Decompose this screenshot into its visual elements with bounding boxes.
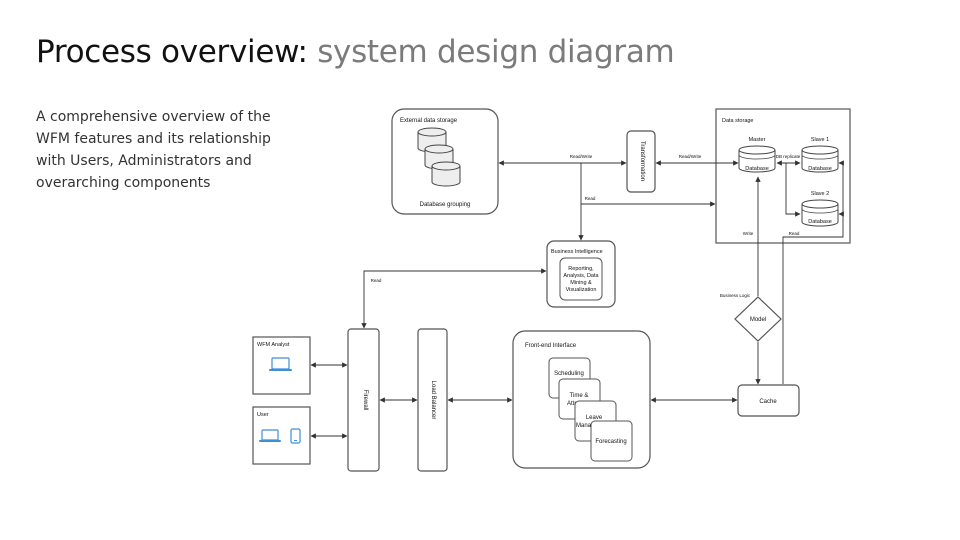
slave2-label: Slave 2 xyxy=(811,191,829,197)
replication-arrows xyxy=(776,160,801,217)
business-logic-label: Business Logic xyxy=(720,293,751,298)
bi-inner-line: Reporting, xyxy=(568,266,594,272)
laptop-icon xyxy=(269,357,292,371)
master-db-label: Database xyxy=(745,166,769,172)
connectors xyxy=(310,160,844,439)
card-line: Time & xyxy=(570,393,589,399)
edge-label-rw-left: Read/Write xyxy=(570,154,593,159)
title-main: Process overview: xyxy=(36,34,308,70)
slave1-db-label: Database xyxy=(808,166,832,172)
edge-label-read-storage: Read xyxy=(585,196,596,201)
cache-label: Cache xyxy=(759,399,777,405)
edge-label-read-firewall: Read xyxy=(371,278,382,283)
bi-label: Business Intelligence xyxy=(551,249,603,255)
business-intelligence: Business Intelligence Reporting, Analysi… xyxy=(546,240,616,308)
card-line: Leave xyxy=(586,415,603,421)
frontend-label: Front-end Interface xyxy=(525,343,577,349)
external-data-storage: External data storage Database grouping xyxy=(391,108,499,215)
model-label: Model xyxy=(750,317,766,323)
model-node: Model xyxy=(734,296,782,342)
master-label: Master xyxy=(749,137,766,143)
feature-card-forecasting: Forecasting xyxy=(590,420,633,462)
bi-inner-line: Analysis, Data xyxy=(563,273,599,279)
description: A comprehensive overview of the WFM feat… xyxy=(36,109,271,191)
user: User xyxy=(252,406,311,465)
page-title: Process overview: system design diagram xyxy=(36,34,675,70)
db-replicate-label: DB replicate xyxy=(776,154,801,159)
slave1-label: Slave 1 xyxy=(811,137,829,143)
card-line: Forecasting xyxy=(595,439,626,445)
slave2-db-label: Database xyxy=(808,219,832,225)
read-label: Read xyxy=(789,231,800,236)
transformation-label: Transformation xyxy=(639,141,645,181)
bi-inner-line: Visualization xyxy=(566,287,597,293)
user-label: User xyxy=(257,412,269,418)
data-storage-label: Data storage xyxy=(722,118,754,124)
firewall: Firewall xyxy=(347,328,380,472)
transformation-box: Transformation xyxy=(626,130,656,193)
wfm-analyst: WFM Analyst xyxy=(252,336,311,395)
load-balancer-label: Load Balancer xyxy=(430,381,436,420)
edge-label-rw-right: Read/Write xyxy=(679,154,702,159)
load-balancer: Load Balancer xyxy=(417,328,448,472)
external-storage-label: External data storage xyxy=(400,118,458,124)
phone-icon xyxy=(290,428,301,444)
card-line: Atten xyxy=(567,401,581,407)
card-line: Scheduling xyxy=(554,371,584,377)
card-line: Mana xyxy=(576,423,592,429)
write-label: Write xyxy=(743,231,754,236)
data-storage: Data storage Master Database Slave 1 Dat… xyxy=(715,108,851,244)
wfm-analyst-label: WFM Analyst xyxy=(257,342,290,348)
firewall-label: Firewall xyxy=(362,390,368,411)
cache-box: Cache xyxy=(737,384,800,417)
frontend-interface: Front-end Interface Scheduling Time & At… xyxy=(512,330,651,469)
title-sub: system design diagram xyxy=(317,34,675,70)
bi-inner-line: Mining & xyxy=(570,280,592,286)
database-grouping-label: Database grouping xyxy=(420,202,471,208)
edge-cache-read-slave1 xyxy=(782,160,844,384)
laptop-icon xyxy=(259,429,281,442)
edge-bi-firewall xyxy=(361,268,547,329)
